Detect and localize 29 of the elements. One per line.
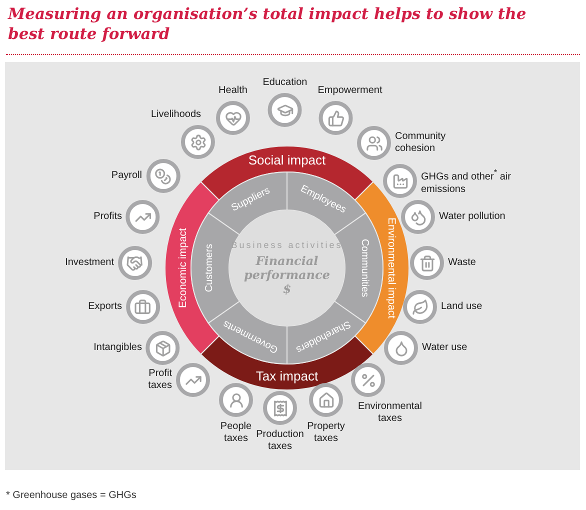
title: Measuring an organisation’s total impact helps to show the best route forward bbox=[8, 4, 528, 44]
stakeholder-label: Customers bbox=[205, 244, 215, 292]
impact-item-label: Payroll bbox=[111, 170, 142, 182]
impact-item-label: Profits bbox=[94, 211, 122, 223]
impact-label: Tax impact bbox=[256, 370, 318, 382]
center-subtitle: Business activities bbox=[231, 240, 343, 250]
impact-item-label: Livelihoods bbox=[150, 109, 202, 121]
stakeholder-label: Communities bbox=[359, 238, 369, 298]
impact-item-label: Environmental taxes bbox=[357, 401, 423, 425]
footnote: * Greenhouse gases = GHGs bbox=[6, 490, 136, 501]
impact-item-label: Health bbox=[218, 85, 248, 97]
impact-item-label: Intangibles bbox=[94, 342, 142, 354]
impact-item-label: Water use bbox=[422, 342, 468, 354]
impact-label: Environmental impact bbox=[386, 218, 396, 318]
impact-item-label: Community cohesion bbox=[395, 131, 447, 155]
impact-item-label: GHGs and other$^{*}$ air emissions bbox=[421, 166, 512, 196]
impact-item-label: Land use bbox=[441, 301, 482, 313]
impact-item-label: Investment bbox=[65, 257, 114, 269]
impact-item-label: Empowerment bbox=[318, 85, 382, 97]
impact-label: Social impact bbox=[248, 154, 326, 166]
impact-item-label: People taxes bbox=[219, 421, 253, 445]
impact-item-label: Exports bbox=[88, 301, 122, 313]
impact-item-label: Waste bbox=[448, 257, 476, 269]
impact-item-label: Profit taxes bbox=[147, 368, 172, 392]
impact-item-label: Education bbox=[262, 77, 308, 89]
center-title: Financial performance $ bbox=[243, 254, 331, 296]
impact-label: Economic impact bbox=[178, 228, 188, 308]
impact-item-label: Water pollution bbox=[439, 211, 506, 223]
impact-item-label: Production taxes bbox=[255, 429, 305, 453]
